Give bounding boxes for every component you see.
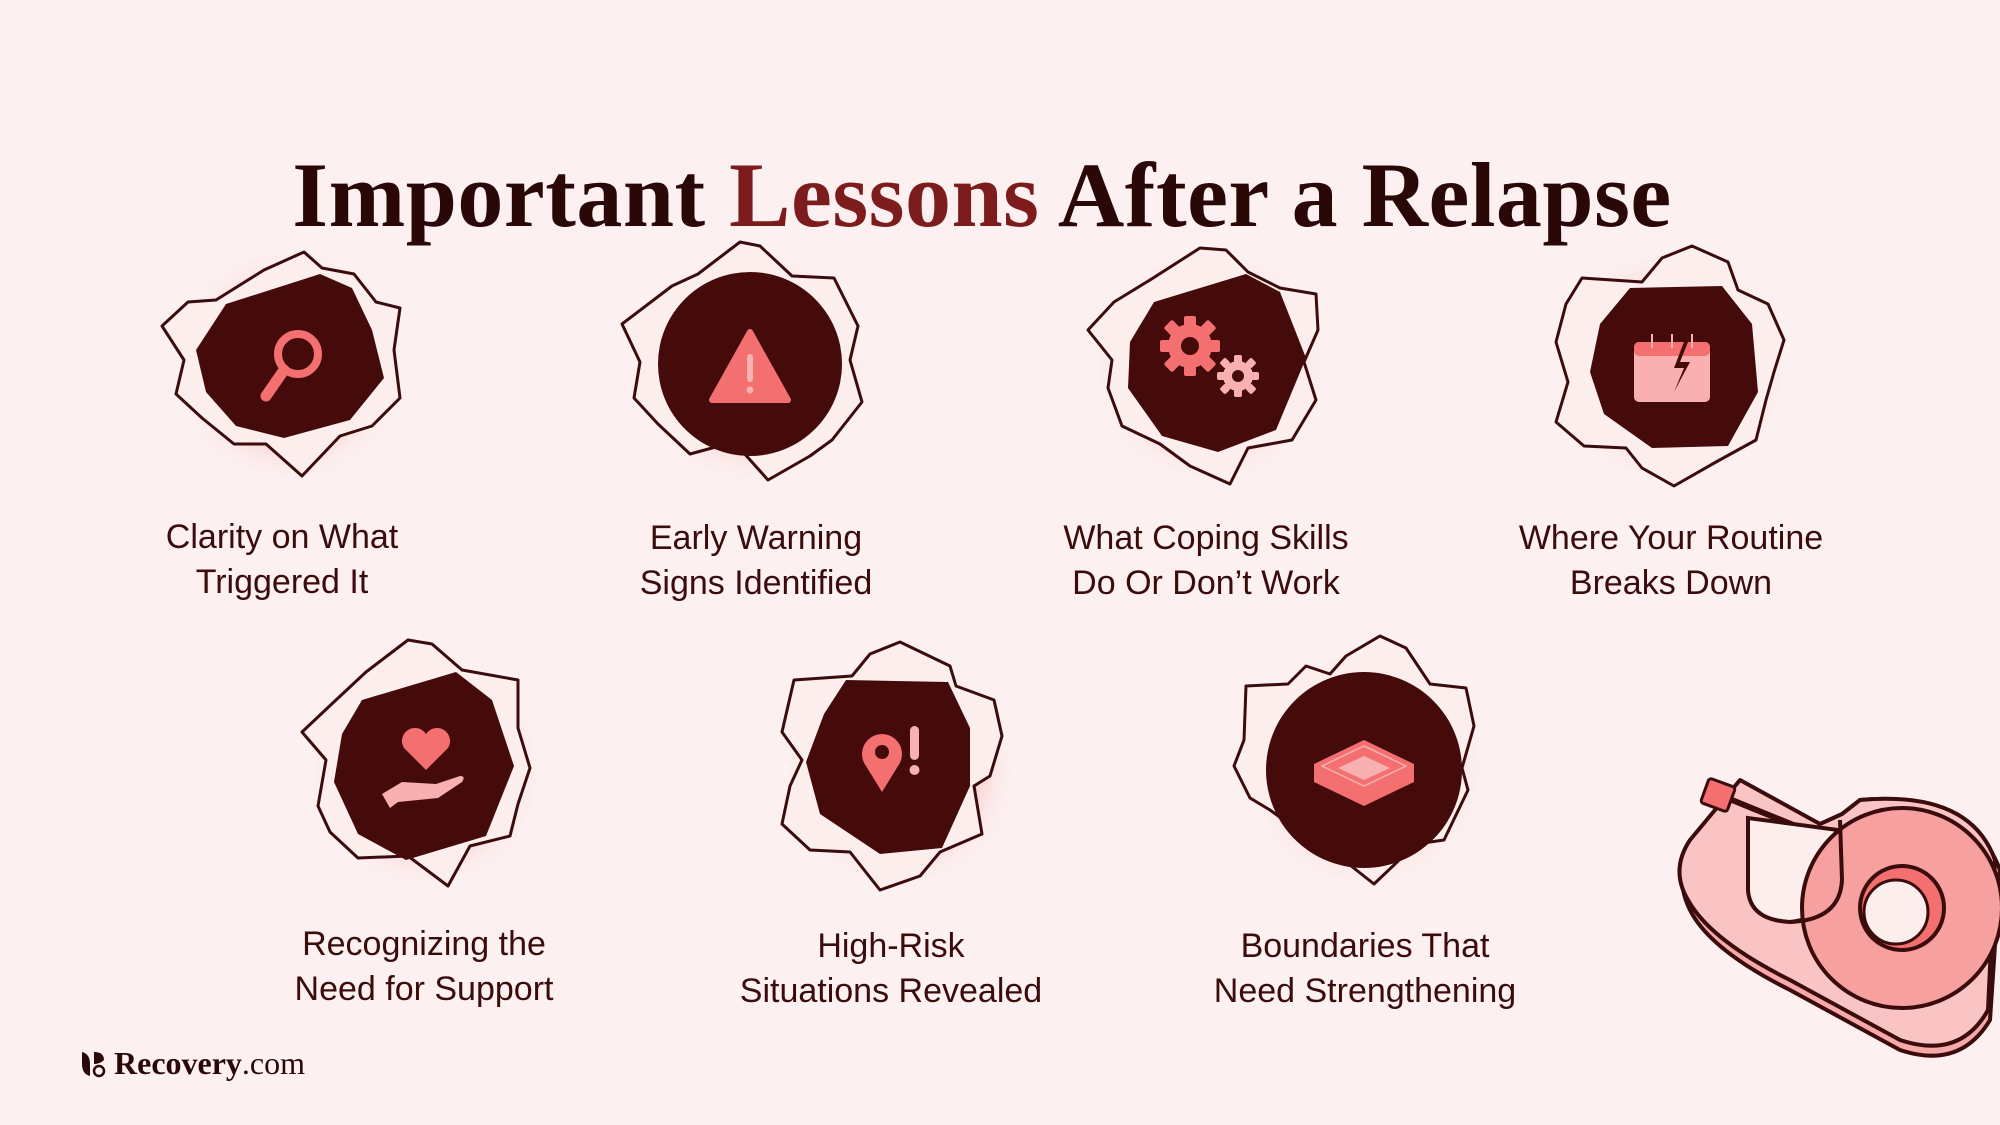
- open-box-icon: [1314, 740, 1414, 806]
- torn-hole-1: [154, 230, 414, 490]
- title-part-2: After a Relapse: [1039, 143, 1672, 246]
- title-part-1: Important: [292, 143, 730, 246]
- recovery-logo: Recovery.com: [80, 1045, 305, 1082]
- magnifying-glass-icon: [260, 330, 322, 402]
- leaf-logo-icon: [82, 1051, 106, 1077]
- broken-calendar-icon: [1634, 334, 1710, 402]
- torn-hole-6: [770, 636, 1030, 896]
- torn-hole-2: [620, 230, 880, 490]
- torn-hole-5: [296, 636, 556, 896]
- torn-hole-7: [1230, 630, 1490, 890]
- torn-hole-4: [1542, 232, 1802, 492]
- warning-triangle-icon: [709, 329, 791, 403]
- logo-tld: .com: [241, 1045, 306, 1081]
- logo-brand: Recovery: [114, 1045, 242, 1081]
- tape-dispenser-illustration: [1670, 760, 2000, 1070]
- torn-hole-3: [1080, 230, 1340, 490]
- title-accent: Lessons: [729, 143, 1040, 246]
- gears-icon: [1160, 316, 1259, 397]
- map-pin-alert-icon: [862, 726, 920, 792]
- page-title: Important Lessons After a Relapse: [0, 140, 1982, 250]
- hand-heart-icon: [382, 727, 464, 808]
